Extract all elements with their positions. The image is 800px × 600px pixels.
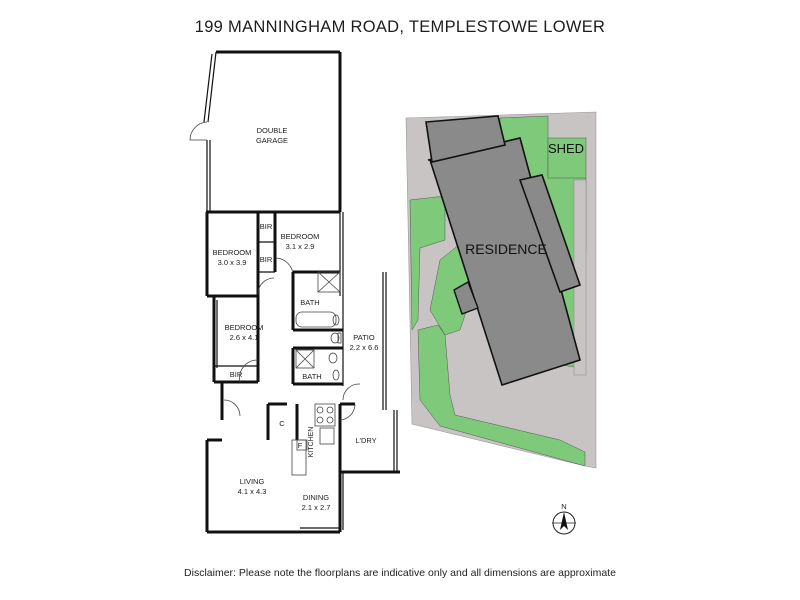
bir-lower-label: BIR [230,370,243,379]
shed-box [547,137,587,179]
living-dining [205,438,344,534]
bedroom-lower-size: 2.6 x 4.1 [230,333,259,342]
residence-wing-right [518,174,582,294]
residence-wing-top [425,115,506,163]
garage-label-2: GARAGE [256,136,288,145]
garage [189,50,342,214]
pantry-label: C [279,419,285,428]
bath-top [291,271,343,344]
bedroom-lower [212,296,260,420]
living-size: 4.1 x 4.3 [238,487,267,496]
bedroom-right-name: BEDROOM [281,232,320,241]
bedroom-right-size: 3.1 x 2.9 [286,242,315,251]
kitchen-label: KITCHEN [308,427,315,458]
garage-label-1: DOUBLE [257,126,288,135]
shed-label: SHED [548,141,584,156]
bir-mid-label: BIR [260,255,273,264]
bath-top-label: BATH [300,298,319,307]
patio-size: 2.2 x 6.6 [350,343,379,352]
residence-porch [453,280,479,315]
living-name: LIVING [240,477,265,486]
north-label: N [561,502,566,511]
bath-bottom [291,346,361,401]
dining-size: 2.1 x 2.7 [302,503,331,512]
north-compass [552,511,576,535]
bath-bottom-label: BATH [302,372,321,381]
kitchen [266,402,400,476]
dining-name: DINING [303,493,329,502]
patio [342,272,387,410]
north-arrow-icon [560,512,568,530]
bedroom-left-size: 3.0 x 3.9 [218,258,247,267]
floor-plan [189,50,400,534]
site-plan [405,111,597,469]
patio-name: PATIO [353,333,375,342]
page-title: 199 MANNINGHAM ROAD, TEMPLESTOWE LOWER [194,18,606,36]
laundry-label: L'DRY [355,436,376,445]
garden-lower [417,324,586,467]
residence-label: RESIDENCE [465,241,547,257]
bir-top-label: BIR [260,222,273,231]
bedroom-left-name: BEDROOM [213,248,252,257]
bedroom-lower-name: BEDROOM [225,323,264,332]
disclaimer: Disclaimer: Please note the floorplans a… [184,567,616,579]
fridge-label: F [298,441,303,450]
